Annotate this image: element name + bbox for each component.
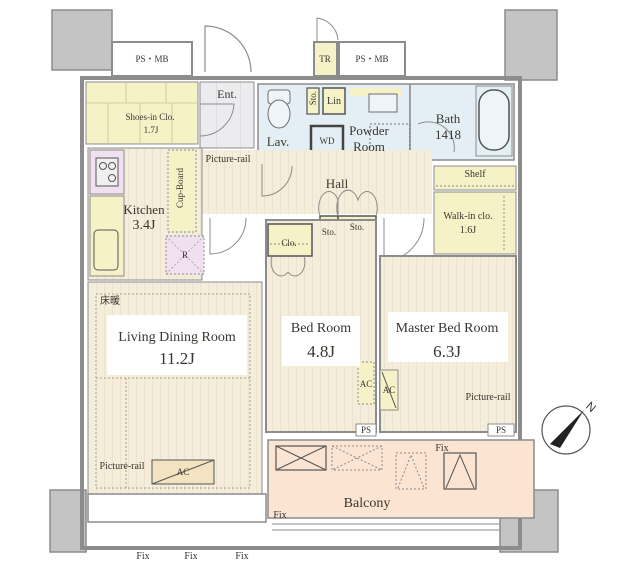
fix-bottom-1-label: Fix xyxy=(136,551,150,562)
ac-master-label: AC xyxy=(382,385,396,395)
bath-label: Bath xyxy=(435,111,461,126)
powder-room-label-1: Powder xyxy=(349,123,389,138)
bed-room-size: 4.8J xyxy=(307,342,335,361)
fix-master-label: Fix xyxy=(435,443,449,454)
bed-room-label-bg xyxy=(282,316,360,366)
refrigerator-label: R xyxy=(181,250,189,260)
compass-icon xyxy=(541,405,591,455)
ac-bed-label: AC xyxy=(359,379,373,389)
living-dining-label: Living Dining Room xyxy=(118,330,236,345)
ps-mb-right-label: PS・MB xyxy=(355,54,389,64)
fix-living-side-label: Fix xyxy=(273,510,287,521)
living-dining-size: 11.2J xyxy=(159,349,195,368)
lavatory-label: Lav. xyxy=(266,134,290,149)
living-dining-label-bg xyxy=(107,315,247,375)
powder-room-label-2: Room xyxy=(353,139,385,154)
trunk-room-label: TR xyxy=(319,54,331,64)
picture-rail-master-label: Picture-rail xyxy=(465,392,511,403)
picture-rail-living-label: Picture-rail xyxy=(99,461,145,472)
fix-bottom-3-label: Fix xyxy=(235,551,249,562)
shoes-closet-label: Shoes-in Clo. xyxy=(125,112,175,122)
master-bed-room-label: Master Bed Room xyxy=(395,321,499,336)
ps-mb-left-label: PS・MB xyxy=(135,54,169,64)
balcony-label: Balcony xyxy=(343,496,391,511)
closet-bed-label: Clo. xyxy=(281,238,297,248)
ps-master-label: PS xyxy=(495,425,507,435)
ac-living-label: AC xyxy=(176,467,190,477)
bed-room-label: Bed Room xyxy=(290,321,352,336)
walk-in-closet-label: Walk-in clo. xyxy=(443,211,493,222)
storage-lav-label: Sto. xyxy=(308,91,318,106)
floor-heating-label: 床暖 xyxy=(100,296,120,307)
kitchen-label: Kitchen xyxy=(123,202,165,217)
ps-bed-label: PS xyxy=(360,425,372,435)
storage-hall-large-label: Sto. xyxy=(349,222,365,232)
storage-hall-small-label: Sto. xyxy=(321,227,337,237)
washer-label: WD xyxy=(319,136,335,146)
shoes-closet-size: 1.7J xyxy=(143,125,159,135)
fix-bottom-2-label: Fix xyxy=(184,551,198,562)
entrance-label: Ent. xyxy=(217,87,237,101)
picture-rail-hall-label: Picture-rail xyxy=(205,154,251,165)
walk-in-closet-size: 1.6J xyxy=(459,225,477,236)
cup-board-label: Cup-Board xyxy=(175,168,185,208)
master-bed-room-size: 6.3J xyxy=(433,342,461,361)
hall-label: Hall xyxy=(325,176,349,191)
linen-label: Lin xyxy=(327,96,341,107)
master-bed-label-bg xyxy=(388,312,508,362)
bath-size: 1418 xyxy=(435,127,461,142)
kitchen-size: 3.4J xyxy=(132,218,156,233)
shelf-label: Shelf xyxy=(464,169,486,180)
